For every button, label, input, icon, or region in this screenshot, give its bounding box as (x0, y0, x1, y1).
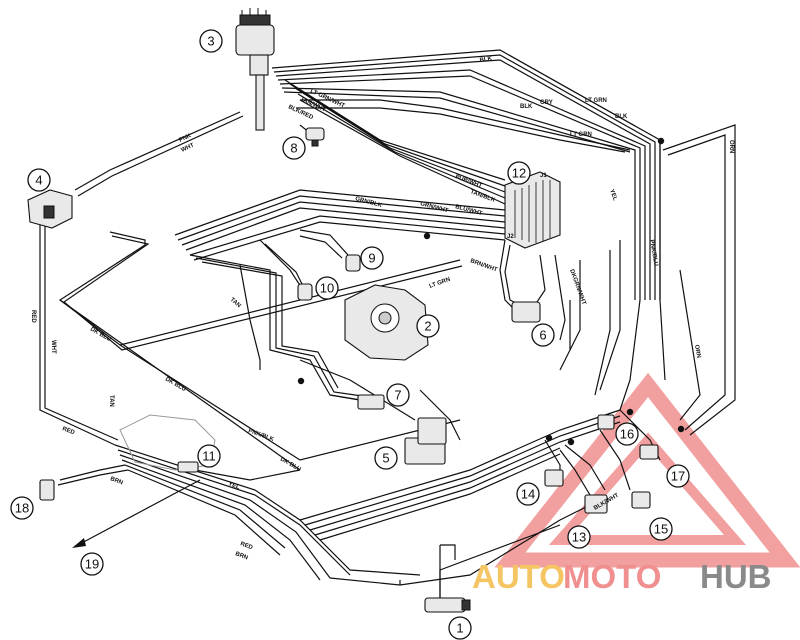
svg-text:17: 17 (671, 469, 685, 484)
svg-text:16: 16 (620, 427, 634, 442)
svg-text:15: 15 (654, 522, 668, 537)
wire-label-red-3: RED (239, 541, 254, 551)
wire-label-yel: YEL (227, 481, 240, 491)
wire-label-wht-2: WHT (50, 340, 56, 354)
connector-7 (357, 394, 385, 410)
module-5 (404, 417, 447, 465)
svg-text:6: 6 (539, 328, 546, 343)
svg-text:11: 11 (202, 449, 216, 464)
wire-label-blk: BLK (479, 56, 493, 64)
callout-13: 13 (567, 525, 591, 549)
wire-label-blk-2: BLK (615, 114, 628, 120)
distributor (235, 8, 275, 131)
wire-label-brn-2: BRN (234, 551, 248, 561)
callout-6: 6 (531, 323, 555, 347)
wire-label-tan: TAN (229, 297, 242, 309)
throttle-body (344, 284, 429, 361)
junction-dots (297, 137, 685, 446)
label-j2: J2 (507, 234, 514, 240)
svg-text:2: 2 (424, 319, 431, 334)
wire-label-red-2: RED (61, 426, 76, 436)
wire-label-orn-2: ORN (693, 344, 701, 358)
callout-2: 2 (416, 314, 440, 338)
wire-label-red: RED (30, 310, 36, 323)
svg-text:7: 7 (394, 388, 401, 403)
wire-label-dk-grn: LT GRN (429, 277, 452, 290)
svg-text:1: 1 (456, 621, 463, 636)
callout-15: 15 (649, 517, 673, 541)
wire-label-blk-3: BLK (520, 104, 533, 110)
svg-text:14: 14 (521, 487, 535, 502)
callout-11: 11 (197, 444, 221, 468)
callout-1: 1 (448, 616, 472, 640)
wire-label-pnk-blu: PNK/BLU (648, 239, 659, 266)
svg-text:18: 18 (15, 501, 29, 516)
callout-3: 3 (199, 29, 223, 53)
callouts: 1 2 3 4 5 6 7 8 9 10 11 12 13 14 15 16 1… (10, 29, 690, 640)
svg-text:3: 3 (207, 34, 214, 49)
sensor-9 (345, 254, 361, 272)
arrow-19 (72, 538, 86, 548)
connector-6 (511, 301, 541, 323)
callout-19: 19 (80, 552, 104, 576)
sensor-connectors-right (544, 414, 659, 514)
watermark-hub: HUB (700, 558, 772, 595)
wire-label-brn-wht: BRN/WHT (469, 258, 498, 273)
watermark-triangle (494, 372, 800, 568)
wire-label-tan-2: TAN (108, 395, 114, 407)
callout-4: 4 (27, 168, 51, 192)
ignition-coil (27, 189, 73, 229)
callout-17: 17 (666, 464, 690, 488)
wire-label-yel-2: YEL (608, 189, 618, 202)
svg-text:13: 13 (572, 530, 586, 545)
callout-12: 12 (507, 161, 531, 185)
wire-label-dk-blu-2: DK BLU (164, 377, 187, 394)
wire-label-pnk: PNK (178, 133, 193, 144)
callout-9: 9 (360, 246, 384, 270)
svg-text:4: 4 (35, 173, 42, 188)
svg-text:10: 10 (320, 281, 334, 296)
sensor-10 (297, 283, 313, 301)
callout-18: 18 (10, 496, 34, 520)
svg-text:9: 9 (368, 251, 375, 266)
callout-8: 8 (282, 136, 306, 160)
callout-16: 16 (615, 422, 639, 446)
wire-label-gry: GRY (540, 100, 553, 106)
svg-text:19: 19 (85, 557, 99, 572)
ecm-module (504, 171, 561, 249)
svg-text:8: 8 (290, 141, 297, 156)
watermark-moto: MOTO (563, 558, 661, 595)
svg-text:12: 12 (512, 166, 526, 181)
wire-label-lt-grn-2: LT GRN (570, 132, 592, 138)
wire-label-dkgrn-wht: DKGRN/WHT (568, 269, 587, 306)
wire-label-lt-grn: LT GRN (585, 98, 607, 104)
label-j1: J1 (540, 173, 547, 179)
svg-text:5: 5 (382, 451, 389, 466)
wire-harness (39, 49, 736, 605)
callout-14: 14 (516, 482, 540, 506)
watermark-logo: AUTO MOTO HUB (472, 558, 772, 595)
connector-18 (39, 479, 55, 501)
callout-5: 5 (374, 446, 398, 470)
wire-label-orn: ORN (728, 140, 734, 153)
wire-label-wht: WHT (180, 142, 195, 153)
sensor-8 (305, 127, 325, 147)
wire-label-brn: BRN (109, 476, 123, 486)
wire-label-tan-blk: TAN/BLK (469, 189, 496, 204)
fuel-injector (424, 544, 471, 613)
callout-7: 7 (386, 383, 410, 407)
callout-10: 10 (315, 276, 339, 300)
watermark-auto: AUTO (472, 558, 565, 595)
